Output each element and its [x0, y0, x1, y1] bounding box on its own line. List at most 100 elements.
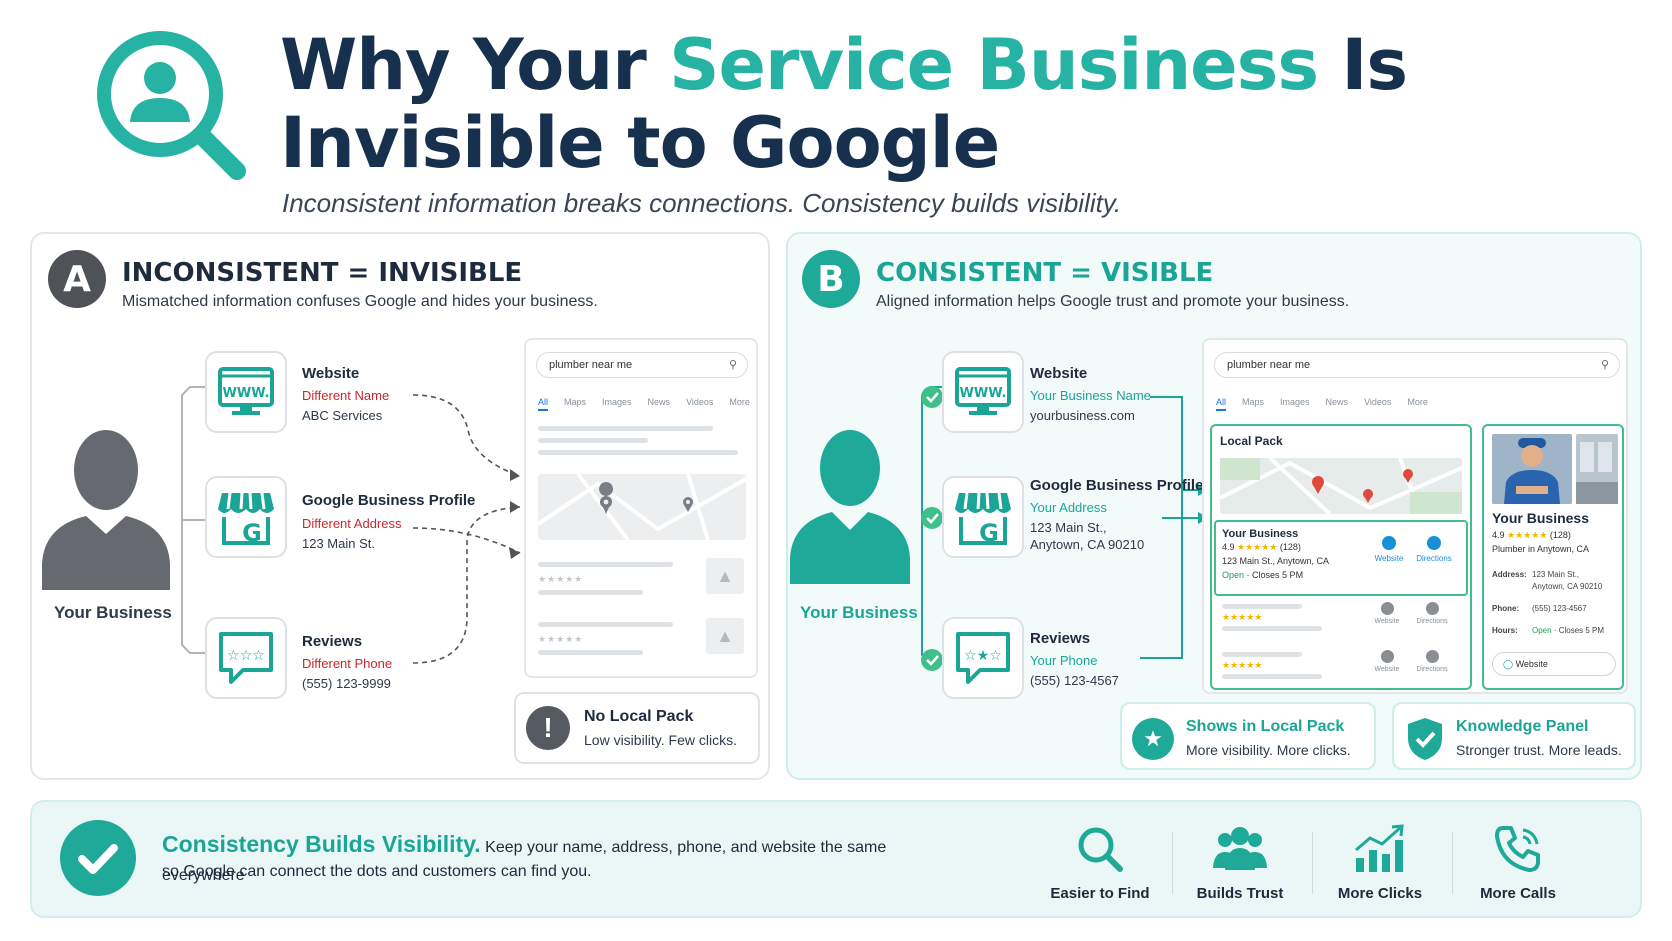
- search-query: plumber near me: [1227, 359, 1311, 371]
- benefit-more-clicks: More Clicks: [1320, 824, 1440, 902]
- kp-phone-label: Phone:: [1492, 604, 1520, 613]
- globe-icon: [1380, 602, 1394, 615]
- footer-line2: so Google can connect the dots and custo…: [162, 863, 592, 880]
- serp-tab-all[interactable]: All: [1216, 397, 1227, 411]
- serp-tab-maps[interactable]: Maps: [1242, 397, 1265, 407]
- website-title: Website: [1030, 365, 1088, 382]
- listing-website-button[interactable]: Website: [1374, 536, 1404, 563]
- shield-check-icon: [1404, 716, 1446, 762]
- website-detail: yourbusiness.com: [1030, 408, 1135, 423]
- serp-tab-maps[interactable]: Maps: [564, 397, 587, 407]
- kp-name: Your Business: [1492, 510, 1589, 526]
- search-icon: ⚲: [728, 359, 737, 371]
- local-pack-label: Local Pack: [1220, 434, 1283, 448]
- gbp-detail-line2: Anytown, CA 90210: [1030, 537, 1145, 552]
- website-status: Different Name: [302, 388, 390, 403]
- callout-text: Low visibility. Few clicks.: [584, 732, 737, 748]
- badge-b: B: [802, 250, 860, 308]
- svg-text:WWW.: WWW.: [223, 386, 270, 401]
- svg-text:☆★☆: ☆★☆: [964, 648, 1002, 664]
- website-icon-box: WWW.: [942, 351, 1024, 433]
- page-subtitle: Inconsistent information breaks connecti…: [282, 188, 1122, 218]
- map-placeholder-a: [536, 472, 747, 542]
- phone-icon: [1495, 826, 1540, 872]
- gbp-status: Different Address: [302, 516, 402, 531]
- serp-tab-videos[interactable]: Videos: [1364, 397, 1392, 407]
- kp-address-line2: Anytown, CA 90210: [1532, 582, 1603, 591]
- gbp-status: Your Address: [1030, 500, 1107, 515]
- review-bubble-icon: ☆★☆: [956, 632, 1010, 684]
- image-placeholder-icon: ▲: [706, 618, 744, 654]
- gbp-icon-box: G: [942, 476, 1024, 558]
- no-local-pack-callout: ! No Local Pack Low visibility. Few clic…: [514, 692, 760, 764]
- serp-tabs-a: All Maps Images News Videos More: [538, 392, 766, 411]
- listing-hours: Open · Closes 5 PM: [1222, 570, 1304, 580]
- panel-b-heading: CONSISTENT = VISIBLE: [876, 258, 1214, 288]
- website-status: Your Business Name: [1030, 388, 1151, 403]
- image-placeholder-icon: ▲: [706, 558, 744, 594]
- serp-tab-images[interactable]: Images: [1280, 397, 1310, 407]
- kp-hours-label: Hours:: [1492, 626, 1518, 635]
- footer-text: Consistency Builds Visibility. Keep your…: [162, 830, 962, 890]
- check-circle-icon: [60, 820, 136, 896]
- interior-photo: [1576, 434, 1618, 504]
- serp-tab-more[interactable]: More: [1407, 397, 1428, 407]
- gbp-detail-line1: 123 Main St.,: [1030, 520, 1107, 535]
- benefit-more-calls: More Calls: [1458, 824, 1578, 902]
- person-icon-teal: [788, 424, 912, 584]
- storefront-icon: G: [955, 492, 1011, 547]
- reviews-title: Reviews: [1030, 630, 1091, 647]
- group-icon: [1213, 827, 1267, 870]
- callout-title: Knowledge Panel: [1456, 718, 1589, 735]
- gbp-title: Google Business Profile: [1030, 477, 1204, 494]
- reviews-icon-box: ☆★☆: [942, 617, 1024, 699]
- kp-website-button[interactable]: ◯ Website: [1492, 652, 1616, 676]
- growth-chart-icon: [1355, 824, 1404, 872]
- knowledge-panel-callout: Knowledge Panel Stronger trust. More lea…: [1392, 702, 1636, 770]
- kp-rating: 4.9 ★★★★★ (128): [1492, 530, 1571, 540]
- globe-icon: [1380, 650, 1394, 663]
- serp-tab-videos[interactable]: Videos: [686, 397, 714, 407]
- local-pack: Local Pack Your Business 4.9 ★★★★★ (128)…: [1210, 424, 1472, 690]
- listing-directions-button[interactable]: Directions: [1412, 536, 1456, 563]
- listing-directions-button[interactable]: Directions: [1410, 650, 1454, 673]
- svg-text:☆☆☆: ☆☆☆: [227, 648, 265, 664]
- person-icon-gray: [40, 424, 172, 590]
- listing-directions-button[interactable]: Directions: [1410, 602, 1454, 625]
- magnifier-person-icon: [92, 26, 252, 186]
- benefit-easier-to-find: Easier to Find: [1040, 824, 1160, 902]
- listing-website-button[interactable]: Website: [1372, 650, 1402, 673]
- benefit-builds-trust: Builds Trust: [1180, 824, 1300, 902]
- gbp-detail: 123 Main St.: [302, 536, 375, 551]
- reviews-icon-box: ☆☆☆: [205, 617, 287, 699]
- reviews-title: Reviews: [302, 633, 363, 650]
- kp-address-line1: 123 Main St.,: [1532, 570, 1580, 579]
- kp-category: Plumber in Anytown, CA: [1492, 544, 1590, 554]
- gbp-title: Google Business Profile: [302, 492, 476, 509]
- serp-tab-news[interactable]: News: [647, 397, 671, 407]
- serp-tab-more[interactable]: More: [729, 397, 750, 407]
- www-icon: WWW.: [955, 367, 1011, 415]
- listing-rating: 4.9 ★★★★★ (128): [1222, 542, 1301, 552]
- listing-website-button[interactable]: Website: [1372, 602, 1402, 625]
- search-icon: ⚲: [1600, 359, 1609, 371]
- callout-title: Shows in Local Pack: [1186, 718, 1345, 735]
- globe-icon: [1382, 536, 1396, 550]
- page-title: Why Your Service Business Is Invisible t…: [280, 24, 1408, 184]
- knowledge-panel: Your Business 4.9 ★★★★★ (128) Plumber in…: [1482, 424, 1624, 690]
- star-badge-icon: ★: [1132, 718, 1174, 760]
- serp-tab-news[interactable]: News: [1325, 397, 1349, 407]
- reviews-detail: (555) 123-9999: [302, 676, 391, 691]
- reviews-status: Your Phone: [1030, 653, 1098, 668]
- www-icon: WWW.: [218, 367, 274, 415]
- panel-b-description: Aligned information helps Google trust a…: [876, 293, 1350, 310]
- alert-icon: !: [526, 706, 570, 750]
- serp-tab-all[interactable]: All: [538, 397, 549, 411]
- kp-hours: Open · Closes 5 PM: [1532, 626, 1605, 635]
- directions-icon: [1425, 602, 1439, 615]
- website-detail: ABC Services: [302, 408, 383, 423]
- callout-text: More visibility. More clicks.: [1186, 742, 1351, 758]
- serp-tab-images[interactable]: Images: [602, 397, 632, 407]
